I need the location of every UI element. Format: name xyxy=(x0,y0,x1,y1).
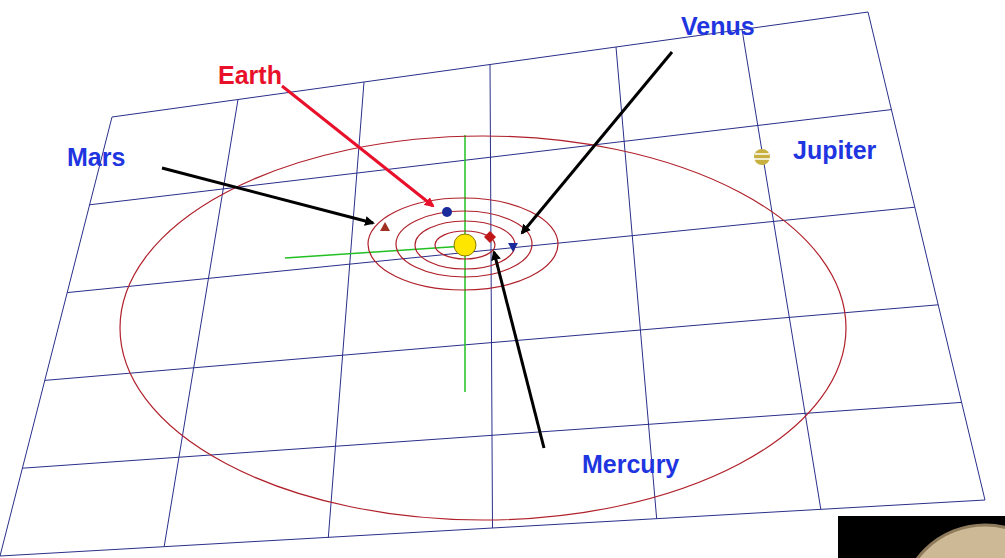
earth-label: Earth xyxy=(218,63,282,88)
saturn-photo xyxy=(838,516,1005,558)
leader-arrow xyxy=(494,252,544,448)
jupiter-planet xyxy=(754,149,770,165)
jupiter-label: Jupiter xyxy=(793,138,876,163)
earth-planet xyxy=(442,207,452,217)
leader-arrow xyxy=(522,52,672,233)
mars-planet xyxy=(380,222,390,231)
venus-planet xyxy=(508,243,518,252)
mercury-planet xyxy=(484,231,496,243)
mars-label: Mars xyxy=(67,145,125,170)
venus-label: Venus xyxy=(681,14,755,39)
axis xyxy=(464,135,466,392)
sun xyxy=(454,234,476,256)
orbits xyxy=(120,136,846,520)
mercury-label: Mercury xyxy=(582,452,679,477)
leader-arrow xyxy=(162,168,373,223)
leader-arrow xyxy=(282,86,433,206)
perspective-grid xyxy=(0,12,985,556)
